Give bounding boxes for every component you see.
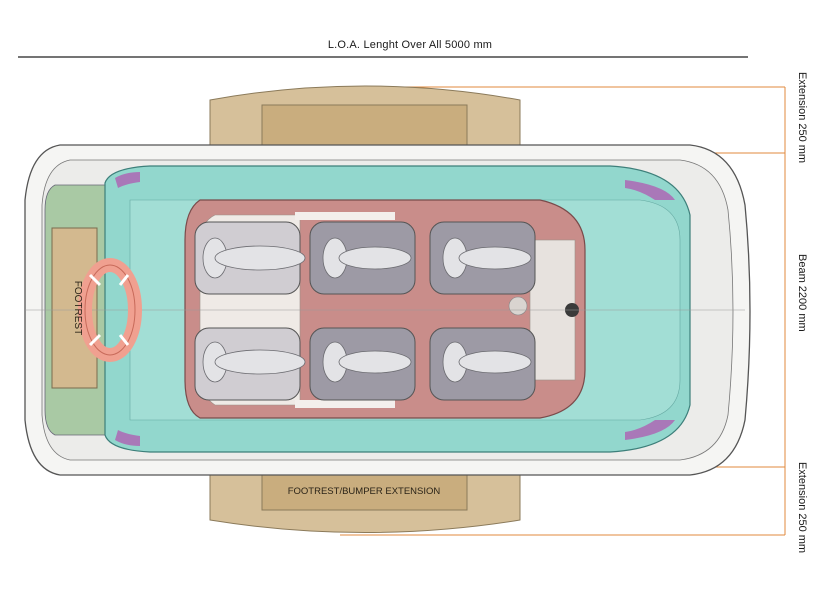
extension-top-label: Extension 250 mm	[796, 72, 808, 164]
beam-label: Beam 2200 mm	[796, 254, 808, 332]
footrest-label: FOOTREST	[72, 281, 83, 335]
bumper-extension-top	[209, 85, 521, 161]
life-ring-icon	[78, 258, 142, 362]
extension-bottom-label: Extension 250 mm	[796, 462, 808, 554]
passenger-figures	[202, 237, 532, 383]
loa-label: L.O.A. Lenght Over All 5000 mm	[327, 39, 493, 51]
bumper-extension-label: FOOTREST/BUMPER EXTENSION	[288, 486, 441, 497]
